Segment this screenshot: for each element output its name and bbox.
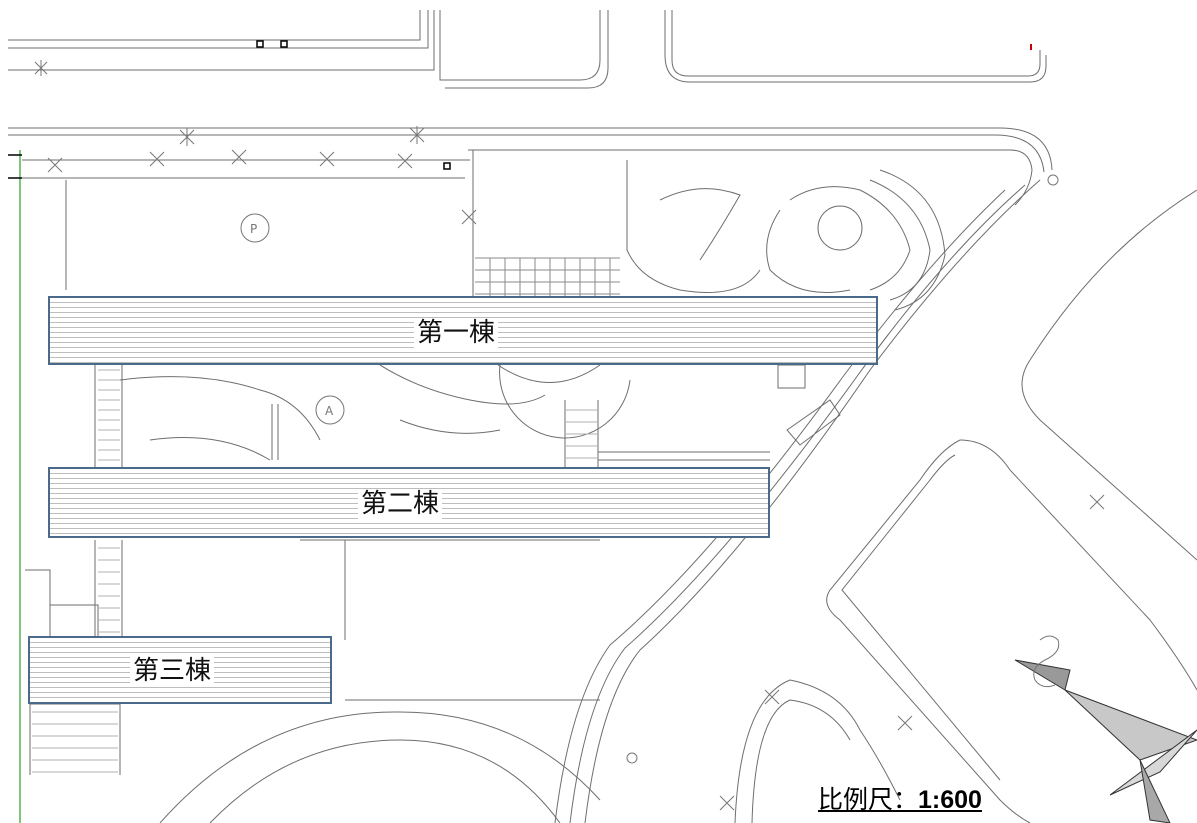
- scale-value: 1:600: [918, 786, 982, 814]
- parking-letters: P A: [250, 222, 334, 418]
- hatched-walkways: [32, 369, 597, 773]
- building-1[interactable]: 第一棟: [48, 296, 878, 365]
- svg-text:A: A: [325, 404, 334, 418]
- parking-symbol-icon: [240, 174, 1059, 764]
- scale-label: 比例尺：: [818, 785, 919, 814]
- building-2[interactable]: 第二棟: [48, 467, 770, 538]
- building-3[interactable]: 第三棟: [28, 636, 332, 704]
- svg-text:P: P: [250, 222, 257, 236]
- north-arrow-icon: [1014, 635, 1197, 823]
- building-3-label: 第三棟: [130, 656, 215, 686]
- building-1-label: 第一棟: [414, 318, 499, 348]
- utility-markers: [8, 40, 451, 179]
- tree-symbol-icon: [34, 60, 1105, 811]
- building-2-label: 第二棟: [358, 489, 443, 519]
- paved-grid-area: [475, 257, 620, 296]
- scale-bar: 比例尺：1:600: [818, 780, 982, 816]
